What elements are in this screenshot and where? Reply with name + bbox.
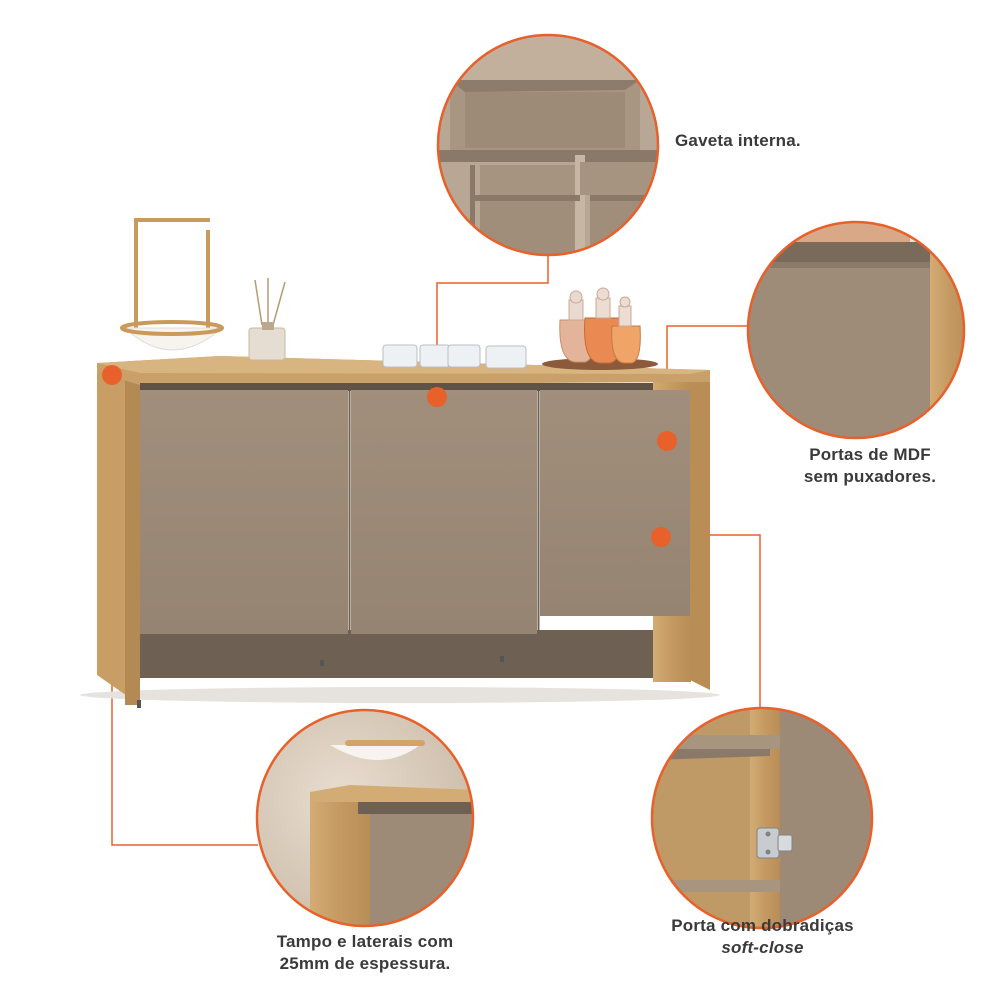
callout-portas-line1: Portas de MDF xyxy=(809,445,931,464)
marker-dot-drawer xyxy=(427,387,447,407)
bowl-ornament xyxy=(120,218,224,351)
door-left xyxy=(140,390,348,634)
callout-portas: Portas de MDF sem puxadores. xyxy=(770,444,970,488)
sideboard xyxy=(80,356,720,708)
diffuser xyxy=(248,278,286,361)
marker-dot-top xyxy=(102,365,122,385)
decor xyxy=(120,218,658,370)
callout-tampo-line1: Tampo e laterais com xyxy=(276,932,454,951)
marker-dots xyxy=(102,365,677,547)
marker-dot-doors xyxy=(657,431,677,451)
door-right xyxy=(540,390,690,616)
detail-circle-drawer xyxy=(436,33,660,257)
connector-gaveta xyxy=(436,255,549,396)
callout-tampo: Tampo e laterais com 25mm de espessura. xyxy=(255,931,475,975)
callout-gaveta-line1: Gaveta interna. xyxy=(675,131,801,150)
door-center xyxy=(351,390,537,634)
callout-portas-line2: sem puxadores. xyxy=(803,467,937,486)
callout-dobradicas: Porta com dobradiças soft-close xyxy=(650,915,875,959)
detail-circle-hinge xyxy=(650,706,874,930)
callout-gaveta: Gaveta interna. xyxy=(675,130,801,152)
marker-dot-hinge xyxy=(651,527,671,547)
callout-dobradicas-line1: Porta com dobradiças xyxy=(671,916,854,935)
tray-decanters xyxy=(542,287,658,370)
callout-dobradicas-line2: soft-close xyxy=(721,938,804,957)
callout-tampo-line2: 25mm de espessura. xyxy=(279,954,451,973)
hinge-hardware xyxy=(756,827,793,859)
detail-circle-top xyxy=(255,708,475,928)
glasses xyxy=(382,344,527,369)
detail-circle-doors xyxy=(746,220,966,440)
